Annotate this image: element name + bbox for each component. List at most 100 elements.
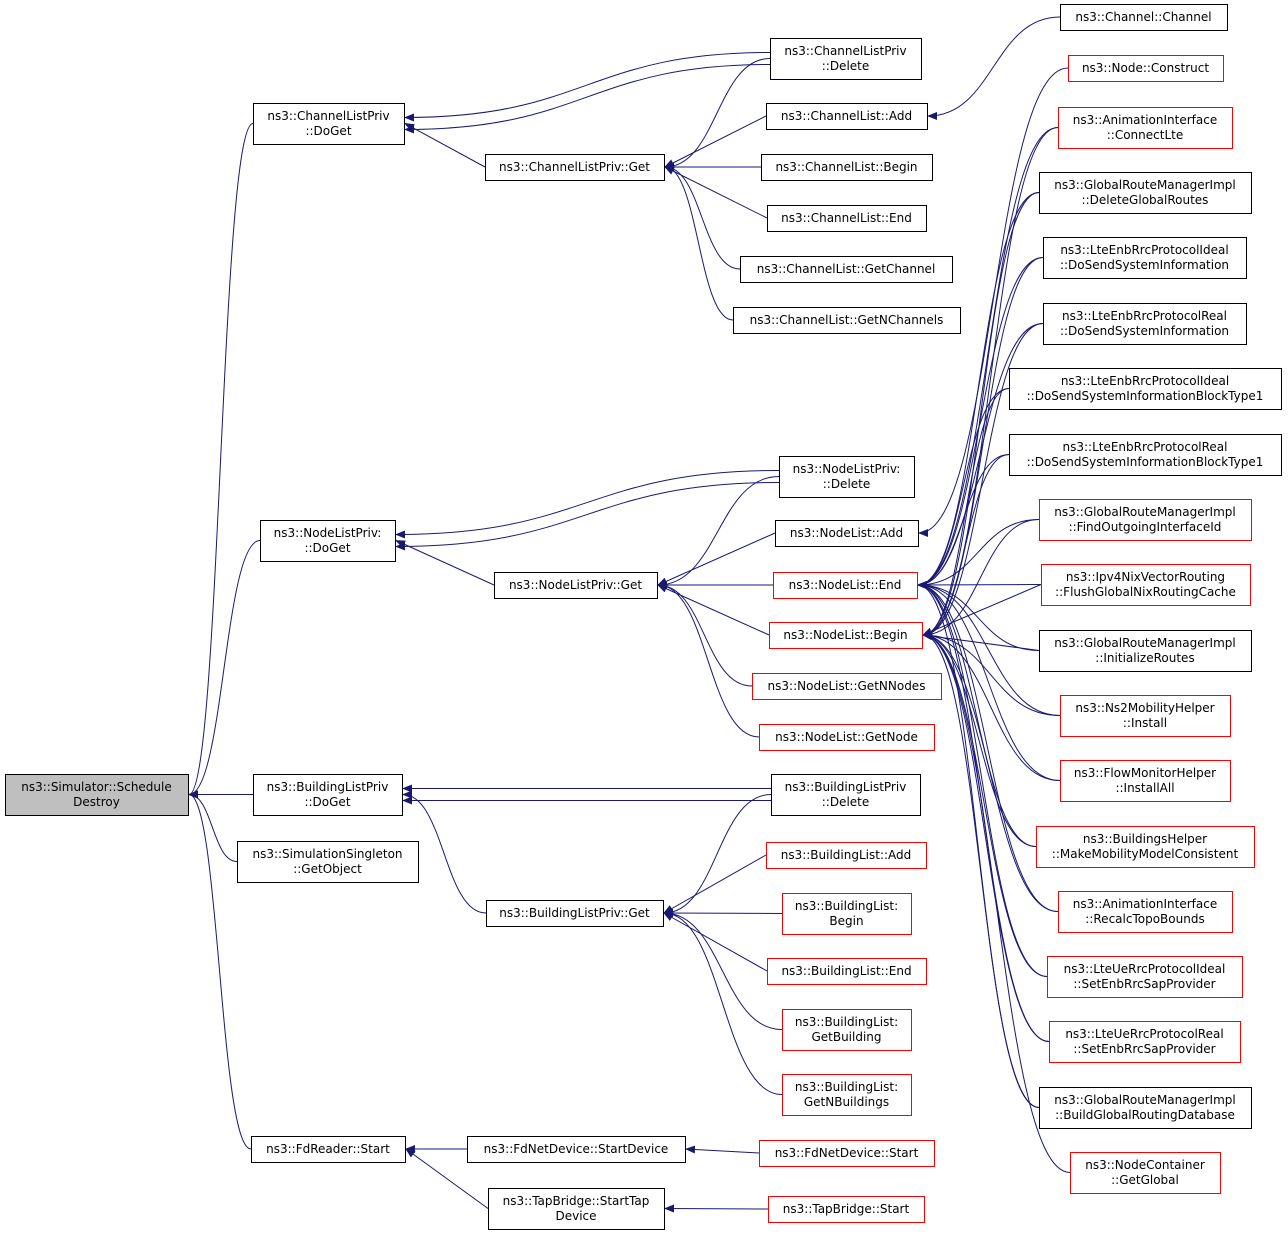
node-cl-end[interactable]: ns3::ChannelList::End xyxy=(767,205,927,232)
node-grm-init[interactable]: ns3::GlobalRouteManagerImpl::InitializeR… xyxy=(1039,630,1252,672)
node-label: ns3::LteEnbRrcProtocolIdeal xyxy=(1060,243,1228,257)
edge-blp_delete-to-blp_get xyxy=(663,794,772,917)
node-label: ns3::LteEnbRrcProtocolIdeal xyxy=(1061,374,1229,388)
node-real-dosend[interactable]: ns3::LteEnbRrcProtocolReal::DoSendSystem… xyxy=(1043,303,1247,345)
node-label: ns3::TapBridge::Start xyxy=(783,1202,910,1216)
node-grm-build[interactable]: ns3::GlobalRouteManagerImpl::BuildGlobal… xyxy=(1039,1087,1252,1129)
node-label: ns3::NodeListPriv::Get xyxy=(509,578,642,592)
node-ideal-dosend1[interactable]: ns3::LteEnbRrcProtocolIdeal::DoSendSyste… xyxy=(1009,368,1282,410)
edge-nlp_delete-to-nlp_doget xyxy=(395,470,780,539)
node-grm-findout[interactable]: ns3::GlobalRouteManagerImpl::FindOutgoin… xyxy=(1039,499,1252,541)
edge-bh_make-to-nl_begin xyxy=(922,631,1037,847)
node-box xyxy=(782,1009,912,1051)
node-fnd-start[interactable]: ns3::FdNetDevice::Start xyxy=(759,1140,935,1167)
node-clp-get[interactable]: ns3::ChannelListPriv::Get xyxy=(485,154,665,181)
node-nlp-doget[interactable]: ns3::NodeListPriv:::DoGet xyxy=(260,520,396,562)
edge-ai_recalc-to-nl_end xyxy=(917,581,1059,912)
node-nix-flush[interactable]: ns3::Ipv4NixVectorRouting::FlushGlobalNi… xyxy=(1041,564,1251,606)
node-label: Begin xyxy=(829,914,863,928)
node-label: ::Install xyxy=(1123,716,1167,730)
node-label: ns3::NodeListPriv: xyxy=(274,526,382,540)
edge-ch_channel-to-cl_add xyxy=(927,16,1061,120)
edge-cl_getn-to-clp_get xyxy=(664,163,734,321)
node-nlp-delete[interactable]: ns3::NodeListPriv:::Delete xyxy=(779,456,915,498)
edge-nlp_get-to-nlp_doget xyxy=(395,540,495,586)
node-label: ::Delete xyxy=(823,477,871,491)
node-grm-delete[interactable]: ns3::GlobalRouteManagerImpl::DeleteGloba… xyxy=(1039,172,1252,214)
node-label: ns3::AnimationInterface xyxy=(1073,897,1217,911)
node-fd-start[interactable]: ns3::FdReader::Start xyxy=(251,1136,406,1163)
node-box xyxy=(740,256,953,283)
edge-ns2_install-to-nl_begin xyxy=(922,631,1061,716)
node-label: ::Delete xyxy=(822,59,870,73)
node-nl-add[interactable]: ns3::NodeList::Add xyxy=(775,520,919,547)
node-bl-add[interactable]: ns3::BuildingList::Add xyxy=(766,842,927,869)
node-flow-installall[interactable]: ns3::FlowMonitorHelper::InstallAll xyxy=(1060,760,1231,802)
node-ai-recalc[interactable]: ns3::AnimationInterface::RecalcTopoBound… xyxy=(1058,891,1233,933)
node-blp-doget[interactable]: ns3::BuildingListPriv::DoGet xyxy=(253,774,403,816)
node-ns2-install[interactable]: ns3::Ns2MobilityHelper::Install xyxy=(1060,695,1231,737)
node-box xyxy=(766,842,927,869)
edge-clp_delete-to-clp_get xyxy=(664,58,771,171)
node-fnd-startdev[interactable]: ns3::FdNetDevice::StartDevice xyxy=(467,1136,686,1163)
node-box xyxy=(773,572,918,599)
node-box xyxy=(1060,760,1231,802)
edge-nlp_delete-to-nlp_doget xyxy=(395,482,780,551)
node-ideal-dosend[interactable]: ns3::LteEnbRrcProtocolIdeal::DoSendSyste… xyxy=(1043,237,1247,279)
node-label: ::DoGet xyxy=(305,124,351,138)
node-clp-doget[interactable]: ns3::ChannelListPriv::DoGet xyxy=(253,103,405,145)
node-nl-end[interactable]: ns3::NodeList::End xyxy=(773,572,918,599)
node-bl-end[interactable]: ns3::BuildingList::End xyxy=(767,958,927,985)
node-node-construct[interactable]: ns3::Node::Construct xyxy=(1068,55,1224,82)
edge-ideal_dosend1-to-nl_end xyxy=(917,388,1010,589)
node-cl-add[interactable]: ns3::ChannelList::Add xyxy=(766,103,928,130)
node-clp-delete[interactable]: ns3::ChannelListPriv::Delete xyxy=(770,38,922,80)
node-label: ::SetEnbRrcSapProvider xyxy=(1073,1042,1215,1056)
node-label: ns3::NodeList::GetNNodes xyxy=(768,679,926,693)
edge-clp_delete-to-clp_doget xyxy=(404,52,771,122)
node-ai-connectlte[interactable]: ns3::AnimationInterface::ConnectLte xyxy=(1058,107,1233,149)
node-nl-getnode[interactable]: ns3::NodeList::GetNode xyxy=(759,724,935,751)
node-cl-getn[interactable]: ns3::ChannelList::GetNChannels xyxy=(733,307,961,334)
node-blp-delete[interactable]: ns3::BuildingListPriv::Delete xyxy=(771,774,921,816)
node-label: GetNBuildings xyxy=(804,1095,889,1109)
node-nl-begin[interactable]: ns3::NodeList::Begin xyxy=(769,622,923,649)
node-label: ns3::NodeList::Begin xyxy=(783,628,907,642)
edge-clp_get-to-clp_doget xyxy=(404,123,486,168)
node-label: ns3::GlobalRouteManagerImpl xyxy=(1054,1093,1235,1107)
node-bh-make[interactable]: ns3::BuildingsHelper::MakeMobilityModelC… xyxy=(1036,826,1255,868)
node-label: ns3::ChannelList::Begin xyxy=(775,160,917,174)
node-ue-ideal-set[interactable]: ns3::LteUeRrcProtocolIdeal::SetEnbRrcSap… xyxy=(1047,956,1243,998)
node-nc-getglobal[interactable]: ns3::NodeContainer::GetGlobal xyxy=(1070,1152,1221,1194)
edge-bl_getn-to-blp_get xyxy=(663,909,783,1095)
node-nlp-get[interactable]: ns3::NodeListPriv::Get xyxy=(494,572,658,599)
node-label: ns3::GlobalRouteManagerImpl xyxy=(1054,178,1235,192)
node-label: ::DoGet xyxy=(304,541,350,555)
node-box xyxy=(1039,172,1252,214)
node-bl-begin[interactable]: ns3::BuildingList:Begin xyxy=(782,893,912,935)
edge-nlp_delete-to-nlp_get xyxy=(657,476,780,589)
node-label: ::InitializeRoutes xyxy=(1095,651,1194,665)
node-tb-start[interactable]: ns3::TapBridge::Start xyxy=(768,1196,925,1223)
node-label: ns3::SimulationSingleton xyxy=(252,847,402,861)
node-box xyxy=(1039,499,1252,541)
node-cl-begin[interactable]: ns3::ChannelList::Begin xyxy=(761,154,933,181)
node-nl-getn[interactable]: ns3::NodeList::GetNNodes xyxy=(752,673,942,700)
edges-layer xyxy=(188,16,1071,1213)
edge-grm_delete-to-nl_begin xyxy=(922,192,1040,639)
node-sim-single[interactable]: ns3::SimulationSingleton::GetObject xyxy=(237,841,419,883)
node-box xyxy=(1036,826,1255,868)
node-bl-getb[interactable]: ns3::BuildingList:GetBuilding xyxy=(782,1009,912,1051)
node-cl-getchannel[interactable]: ns3::ChannelList::GetChannel xyxy=(740,256,953,283)
node-real-dosend1[interactable]: ns3::LteEnbRrcProtocolReal::DoSendSystem… xyxy=(1009,434,1282,476)
edge-fd_start-to-root xyxy=(188,790,252,1150)
node-label: ns3::Ns2MobilityHelper xyxy=(1075,701,1214,715)
node-ch-channel[interactable]: ns3::Channel::Channel xyxy=(1060,4,1228,31)
node-box xyxy=(1058,891,1233,933)
node-box xyxy=(237,841,419,883)
node-blp-get[interactable]: ns3::BuildingListPriv::Get xyxy=(486,900,664,927)
node-ue-real-set[interactable]: ns3::LteUeRrcProtocolReal::SetEnbRrcSapP… xyxy=(1049,1021,1241,1063)
node-bl-getn[interactable]: ns3::BuildingList:GetNBuildings xyxy=(782,1074,912,1116)
